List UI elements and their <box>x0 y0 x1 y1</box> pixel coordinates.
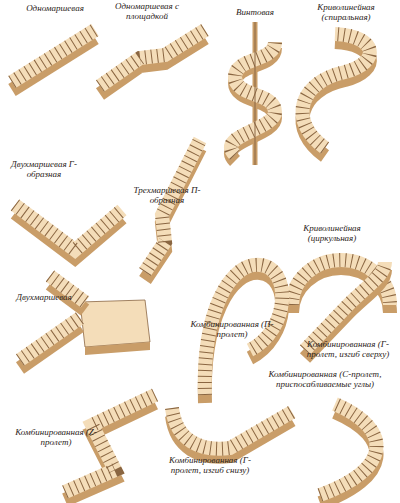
stair-type-label: Одномаршевая с площадкой <box>108 2 186 22</box>
stair-step-edges <box>305 262 385 350</box>
stair-step-edges <box>145 140 200 272</box>
stair-treads <box>320 404 377 495</box>
stair-treads <box>303 34 370 148</box>
stair-landing <box>80 300 150 347</box>
spiral-stair <box>231 22 275 165</box>
single-flight-stair <box>12 30 95 90</box>
stair-treads <box>305 262 385 350</box>
stair-type-label: Криволинейная (спиральная) <box>305 3 387 23</box>
stair-step-edges <box>65 395 155 492</box>
stair-treads <box>15 205 122 250</box>
stair-treads <box>65 395 155 492</box>
helical-stair <box>303 34 370 156</box>
stair-type-label: Винтовая <box>220 8 290 18</box>
spiral-pole-edge <box>255 22 256 165</box>
stair-step-edges <box>303 34 370 148</box>
stair-step-edges <box>231 42 275 155</box>
l-shaped-stair <box>15 205 122 258</box>
stair-treads <box>231 42 275 155</box>
combined-z-stair <box>65 395 155 500</box>
combined-l-bottom-stair <box>172 408 292 457</box>
u-shaped-stair <box>145 140 200 280</box>
stair-treads <box>172 408 292 449</box>
stair-type-label: Комбинированная (С-пролет, приспосаблива… <box>255 370 395 390</box>
stair-type-label: Двухмаршевая Г-образная <box>5 160 83 180</box>
stair-treads <box>145 140 200 272</box>
stair-step-edges <box>172 408 292 449</box>
stair-treads <box>20 318 80 360</box>
combined-c-stair <box>320 404 377 503</box>
single-flight-landing-stair <box>100 30 205 94</box>
stair-type-label: Криволинейная (циркульная) <box>288 224 376 244</box>
stair-step-edges <box>12 30 95 82</box>
stair-type-label: Одномаршевая <box>15 4 95 14</box>
stair-type-label: Комбинированная (Г-пролет, изгиб сверху) <box>300 340 396 360</box>
stair-step-edges <box>320 404 377 495</box>
two-flight-stair <box>20 276 150 368</box>
stair-type-label: Трехмаршевая П-образная <box>128 186 206 206</box>
stair-type-label: Двухмаршевая <box>5 293 83 303</box>
stair-type-label: Комбинированная (П-пролет) <box>188 320 276 340</box>
stair-type-label: Комбинированная (Z-пролет) <box>12 428 100 448</box>
stair-treads <box>12 30 95 82</box>
stair-treads <box>100 30 205 86</box>
stair-step-edges <box>100 30 205 86</box>
stair-step-edges <box>20 318 80 360</box>
stair-step-edges <box>15 205 122 250</box>
stair-type-label: Комбинированная (Г-пролет, изгиб снизу) <box>158 456 262 476</box>
landing-edge <box>85 342 150 355</box>
